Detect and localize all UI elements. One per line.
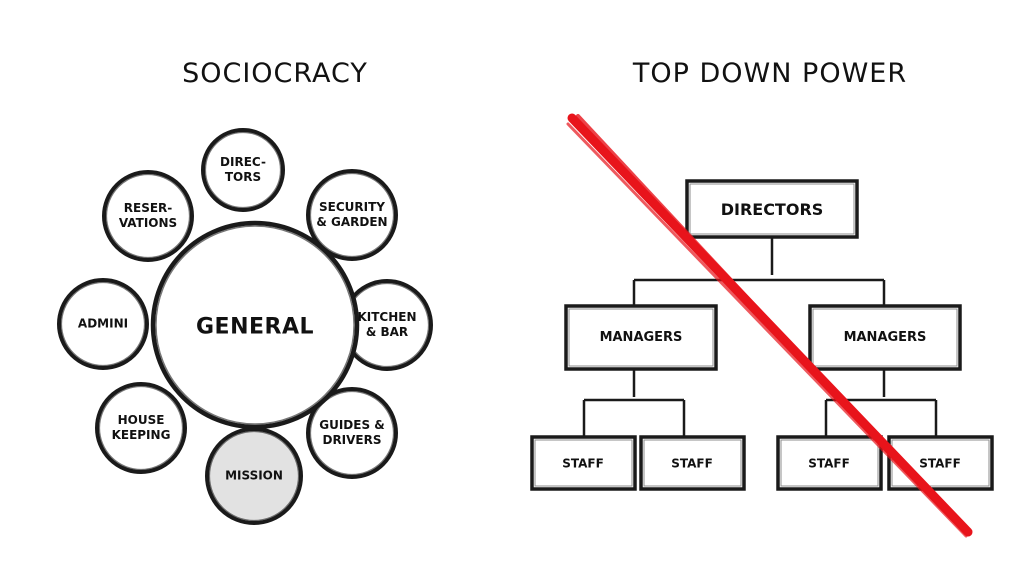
general-label: GENERAL (195, 314, 315, 340)
circle-directors (201, 128, 285, 212)
staff-label-4: STAFF (919, 456, 961, 471)
circle-admini (57, 278, 149, 370)
box-managers-left (564, 304, 718, 371)
mission-label: MISSION (225, 468, 283, 483)
staff-label-2: STAFF (671, 456, 713, 471)
sociocracy-title: SOCIOCRACY (182, 58, 368, 89)
circle-mission (205, 427, 303, 525)
reservations-label: RESER-VATIONS (118, 201, 178, 230)
circle-kitchen-bar (341, 279, 433, 371)
guides-drivers-label: GUIDES &DRIVERS (319, 418, 385, 447)
circle-guides-drivers (306, 387, 398, 479)
red-cross-out-stroke (566, 113, 973, 538)
box-staff-4 (887, 435, 994, 491)
box-managers-right (808, 304, 962, 371)
circle-housekeeping (95, 382, 187, 474)
circle-security-garden (306, 169, 398, 261)
managers-left-label: MANAGERS (599, 329, 683, 345)
top-down-title: TOP DOWN POWER (632, 58, 908, 89)
sociocracy-diagram (57, 128, 433, 525)
staff-label-3: STAFF (808, 456, 850, 471)
kitchen-bar-label: KITCHEN& BAR (357, 310, 417, 339)
managers-right-label: MANAGERS (843, 329, 927, 345)
box-staff-3 (776, 435, 883, 491)
admini-label: ADMINI (77, 316, 129, 331)
directors-circle-label: DIREC-TORS (220, 155, 266, 184)
staff-label-1: STAFF (562, 456, 604, 471)
circle-general (150, 220, 360, 430)
box-staff-2 (639, 435, 746, 491)
circle-reservations (102, 170, 194, 262)
box-staff-1 (530, 435, 637, 491)
top-down-diagram (530, 179, 994, 491)
directors-box-label: DIRECTORS (720, 200, 824, 219)
security-garden-label: SECURITY& GARDEN (316, 200, 388, 229)
box-directors (685, 179, 859, 239)
